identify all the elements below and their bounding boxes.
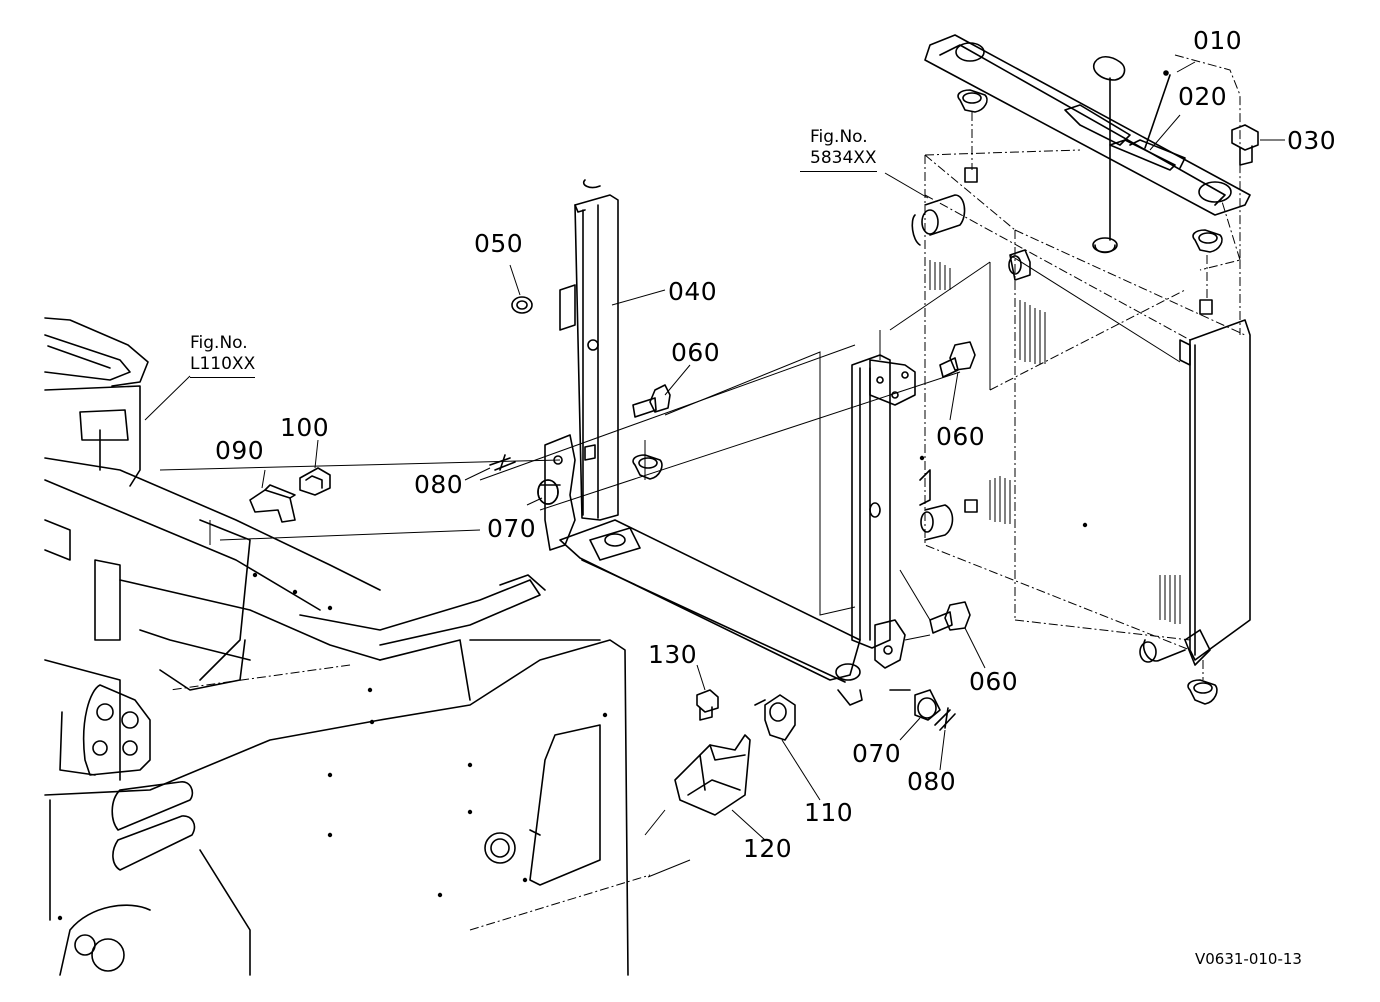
callout-040[interactable]: 040 [668, 277, 718, 306]
grommets [632, 89, 1223, 705]
figure-reference-title: Fig.No. [810, 127, 868, 147]
bracket-090 [249, 467, 331, 523]
callout-080-b[interactable]: 080 [907, 767, 957, 796]
radiator-assembly [911, 149, 1251, 666]
bolts-060 [632, 341, 976, 634]
phantom-lines [159, 194, 1241, 931]
collars-070 [537, 479, 941, 721]
figure-reference-code: L110XX [190, 354, 256, 378]
bracket-120 [674, 689, 751, 816]
figure-reference-code: 5834XX [800, 148, 877, 172]
bolt-030 [1231, 124, 1259, 166]
washer-050 [511, 296, 533, 314]
figure-reference-title: Fig.No. [190, 333, 248, 353]
bracket-040 [537, 179, 861, 683]
callout-070-b[interactable]: 070 [852, 739, 902, 768]
figure-reference-l110[interactable]: Fig.No. L110XX [190, 333, 256, 378]
callout-060-c[interactable]: 060 [969, 667, 1019, 696]
clamp-110 [754, 694, 796, 741]
callout-050[interactable]: 050 [474, 229, 524, 258]
leader-lines [144, 61, 1285, 841]
figure-code: V0631-010-13 [1195, 950, 1302, 968]
callout-120[interactable]: 120 [743, 834, 793, 863]
figure-reference-5834[interactable]: Fig.No. 5834XX [800, 127, 877, 172]
callout-070-a[interactable]: 070 [487, 514, 537, 543]
callout-010[interactable]: 010 [1193, 26, 1243, 55]
callout-080-a[interactable]: 080 [414, 470, 464, 499]
callout-090[interactable]: 090 [215, 436, 265, 465]
bracket-right-upright [835, 354, 916, 706]
pins-080 [489, 454, 956, 731]
callout-110[interactable]: 110 [804, 798, 854, 827]
callout-130[interactable]: 130 [648, 640, 698, 669]
callout-030[interactable]: 030 [1287, 126, 1337, 155]
callout-060-b[interactable]: 060 [936, 422, 986, 451]
callout-020[interactable]: 020 [1178, 82, 1228, 111]
callout-100[interactable]: 100 [280, 413, 330, 442]
top-stay-010 [924, 34, 1251, 254]
machine-frame [44, 317, 629, 976]
callout-060-a[interactable]: 060 [671, 338, 721, 367]
